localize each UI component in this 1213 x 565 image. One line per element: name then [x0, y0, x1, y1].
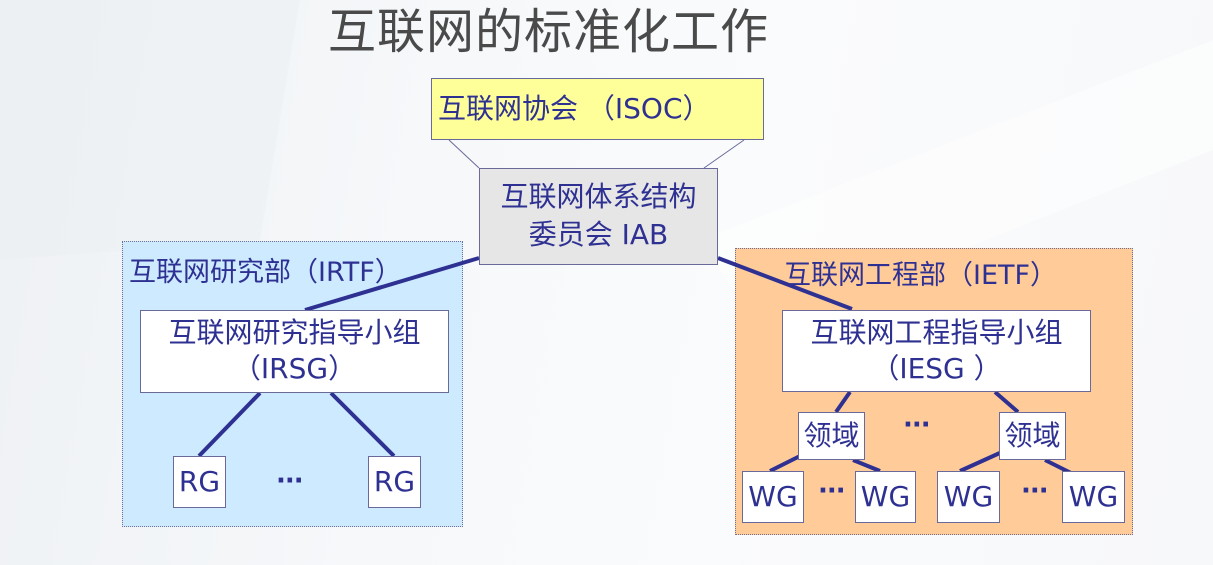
rg-ellipsis: ··· — [276, 466, 304, 496]
wg-node: WG — [742, 471, 804, 523]
iab-line2: 委员会 IAB — [528, 218, 669, 251]
page-title: 互联网的标准化工作 — [328, 4, 770, 60]
ietf-label: 互联网工程部（IETF） — [784, 260, 1058, 291]
iesg-line1: 互联网工程指导小组 — [810, 316, 1063, 349]
irtf-label: 互联网研究部（IRTF） — [129, 257, 402, 288]
iab-node: 互联网体系结构 委员会 IAB — [479, 168, 718, 265]
wg-ellipsis: ··· — [818, 476, 846, 506]
wg-node: WG — [937, 471, 1000, 523]
area-node: 领域 — [798, 412, 865, 460]
area-node: 领域 — [999, 412, 1066, 460]
isoc-node: 互联网协会 （ISOC） — [431, 78, 764, 140]
area-ellipsis: ··· — [903, 410, 931, 440]
wg-node: WG — [1062, 471, 1125, 523]
wg-ellipsis: ··· — [1021, 476, 1049, 506]
irsg-node: 互联网研究指导小组 （IRSG） — [140, 310, 449, 393]
irsg-line2: （IRSG） — [232, 352, 357, 385]
iab-line1: 互联网体系结构 — [500, 180, 697, 213]
wg-node: WG — [855, 471, 916, 523]
rg-node: RG — [173, 456, 226, 508]
iesg-node: 互联网工程指导小组 （IESG ） — [782, 310, 1091, 392]
iesg-line2: （IESG ） — [871, 352, 1002, 385]
irsg-line1: 互联网研究指导小组 — [168, 316, 421, 349]
isoc-iab-link-right — [703, 139, 745, 169]
isoc-iab-link-left — [448, 139, 480, 169]
rg-node: RG — [368, 456, 421, 508]
